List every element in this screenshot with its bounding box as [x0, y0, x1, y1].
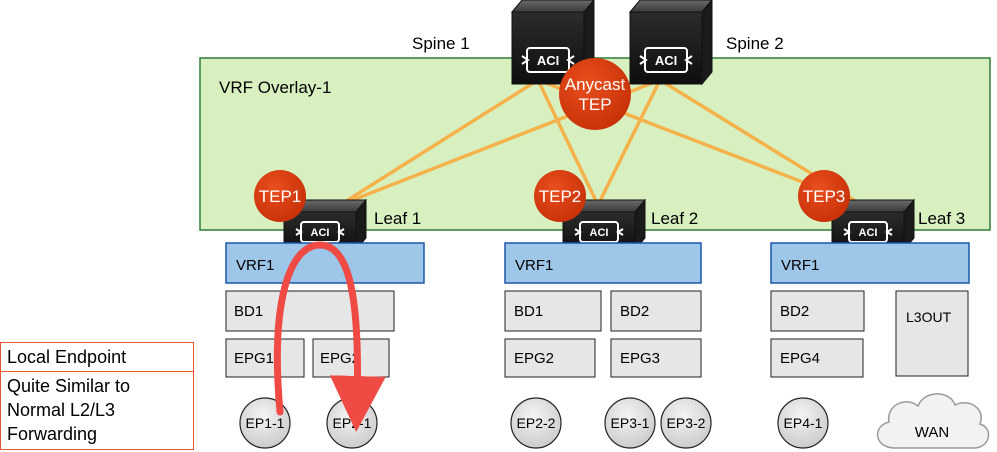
aci-switch-icon: ACI — [843, 221, 893, 243]
leaf-1-label: Leaf 1 — [374, 209, 421, 228]
svg-text:EP3-2: EP3-2 — [667, 415, 706, 431]
svg-text:VRF1: VRF1 — [515, 257, 553, 274]
spine-1-switch[interactable]: ACI — [510, 0, 595, 86]
l3out-box: L3OUT — [895, 290, 969, 377]
tep1-badge: TEP1 — [254, 170, 306, 222]
bd-box: BD1 — [225, 290, 395, 332]
legend-description: Quite Similar to Normal L2/L3 Forwarding — [0, 372, 194, 450]
svg-text:EPG3: EPG3 — [620, 350, 660, 367]
endpoint-node[interactable]: EP3-2 — [660, 397, 712, 449]
local-forwarding-arrow — [273, 241, 386, 432]
epg-box: EPG1 — [225, 338, 305, 378]
svg-text:VRF1: VRF1 — [781, 257, 819, 274]
spine-2-switch[interactable]: ACI — [628, 0, 713, 86]
bd-box: BD2 — [770, 290, 865, 332]
svg-text:EP2-1: EP2-1 — [333, 415, 372, 431]
svg-text:TEP3: TEP3 — [803, 187, 846, 206]
legend-title: Local Endpoint — [0, 342, 194, 372]
endpoint-node[interactable]: EP3-1 — [604, 397, 656, 449]
svg-text:EPG1: EPG1 — [234, 350, 274, 367]
svg-text:EP2-2: EP2-2 — [517, 415, 556, 431]
svg-text:EPG2: EPG2 — [320, 350, 360, 367]
leaf-3-vrf: VRF1 — [770, 242, 970, 284]
svg-text:ACI: ACI — [311, 227, 330, 239]
epg-box: EPG3 — [610, 338, 702, 378]
endpoint-node[interactable]: EP2-1 — [326, 397, 378, 449]
overlay-label: VRF Overlay-1 — [219, 78, 331, 97]
svg-text:ACI: ACI — [859, 227, 878, 239]
svg-text:EPG4: EPG4 — [780, 350, 820, 367]
aci-switch-icon: ACI — [521, 47, 575, 73]
spine-1-label: Spine 1 — [412, 34, 470, 53]
svg-text:TEP2: TEP2 — [539, 187, 582, 206]
aci-switch-icon: ACI — [639, 47, 693, 73]
aci-switch-icon: ACI — [574, 221, 624, 243]
wan-label: WAN — [915, 424, 949, 441]
bd-box: BD2 — [610, 290, 702, 332]
leaf-2-label: Leaf 2 — [651, 209, 698, 228]
svg-text:Anycast: Anycast — [565, 75, 626, 94]
tep2-badge: TEP2 — [534, 170, 586, 222]
link-spine2-leaf2 — [596, 79, 662, 206]
svg-text:BD2: BD2 — [780, 303, 809, 320]
svg-text:EPG2: EPG2 — [514, 350, 554, 367]
svg-text:EP3-1: EP3-1 — [611, 415, 650, 431]
svg-text:TEP: TEP — [578, 95, 611, 114]
cloud-icon: WAN — [877, 393, 990, 449]
svg-text:VRF1: VRF1 — [236, 257, 274, 274]
svg-text:TEP1: TEP1 — [259, 187, 302, 206]
svg-text:BD2: BD2 — [620, 303, 649, 320]
epg-box: EPG2 — [504, 338, 596, 378]
endpoint-node[interactable]: EP2-2 — [510, 397, 562, 449]
svg-text:BD1: BD1 — [234, 303, 263, 320]
svg-text:EP4-1: EP4-1 — [784, 415, 823, 431]
link-spine1-leaf2 — [536, 79, 600, 206]
leaf-3-label: Leaf 3 — [918, 209, 965, 228]
svg-text:L3OUT: L3OUT — [906, 309, 952, 325]
spine-2-label: Spine 2 — [726, 34, 784, 53]
svg-text:ACI: ACI — [537, 53, 559, 68]
svg-text:ACI: ACI — [590, 227, 609, 239]
epg-box: EPG2 — [312, 338, 390, 378]
leaf-2-vrf: VRF1 — [504, 242, 702, 284]
bd-box: BD1 — [504, 290, 602, 332]
anycast-tep-badge: Anycast TEP — [559, 58, 631, 130]
link-spine1-leaf1 — [339, 78, 539, 207]
epg-box: EPG4 — [770, 338, 864, 378]
leaf-1-vrf: VRF1 — [225, 242, 425, 284]
endpoint-node[interactable]: EP4-1 — [777, 397, 829, 449]
svg-text:EP1-1: EP1-1 — [246, 415, 285, 431]
svg-text:BD1: BD1 — [514, 303, 543, 320]
svg-text:ACI: ACI — [655, 53, 677, 68]
tep3-badge: TEP3 — [798, 170, 850, 222]
